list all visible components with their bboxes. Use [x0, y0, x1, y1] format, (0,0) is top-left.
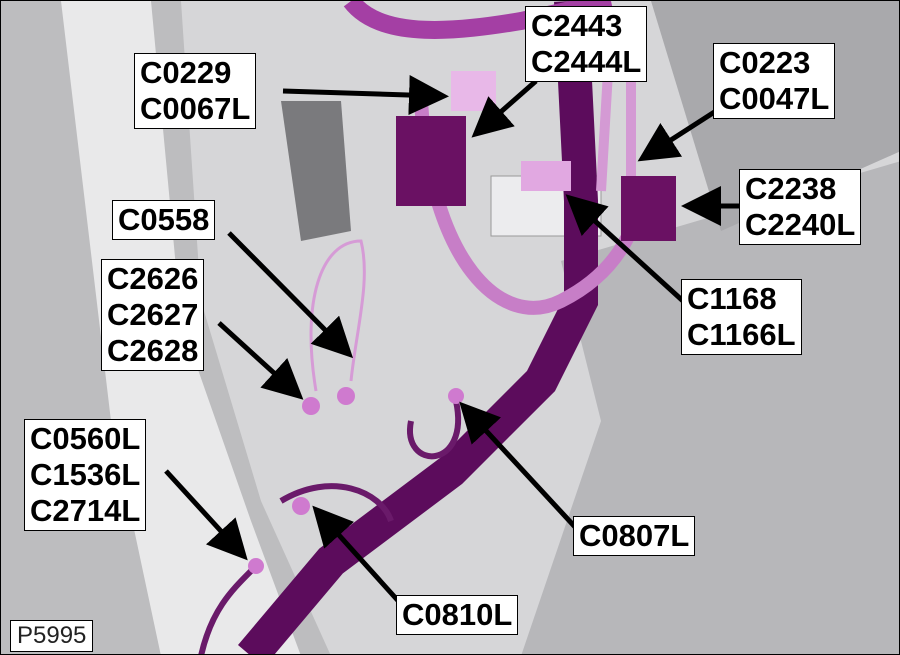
arrow	[565, 194, 685, 303]
connector-id: C0047L	[719, 81, 830, 116]
connector-id: C0223	[719, 45, 811, 80]
connector-block	[621, 176, 676, 241]
arrow	[282, 75, 449, 116]
callout-c0560l: C0560L C1536L C2714L	[24, 419, 147, 531]
connector-id: C2628	[107, 333, 199, 368]
callout-c0223: C0223 C0047L	[713, 43, 836, 119]
connector-block	[451, 71, 496, 111]
arrow	[312, 505, 403, 606]
callout-c2626: C2626 C2627 C2628	[101, 259, 205, 371]
arrow	[459, 401, 578, 530]
connector-id: C1166L	[687, 317, 796, 352]
connector-id: C0229	[140, 55, 232, 90]
ground-wire-3	[198, 568, 254, 654]
connector-id: C1536L	[30, 457, 141, 492]
callout-arrows	[164, 75, 739, 606]
connector-id: C2714L	[30, 493, 141, 528]
bracket	[281, 101, 351, 241]
ground-stud	[448, 388, 464, 404]
connector-id: C0558	[118, 202, 210, 237]
callout-c2443: C2443 C2444L	[525, 6, 648, 82]
arrow	[217, 321, 304, 400]
upper-harness	[343, 1, 613, 39]
figure-id: P5995	[10, 620, 94, 652]
connector-id: C0807L	[579, 518, 690, 553]
connector-id: C2443	[531, 8, 623, 43]
connector-id: C0810L	[402, 597, 513, 632]
connector-block	[396, 116, 466, 206]
ground-stud	[248, 558, 264, 574]
ground-wire	[407, 400, 461, 460]
callout-c0558: C0558	[112, 200, 216, 240]
connector-id: C0067L	[140, 91, 251, 126]
connector-id: C1168	[687, 281, 777, 316]
callout-c0229: C0229 C0067L	[134, 53, 257, 129]
connector-id: C2626	[107, 261, 199, 296]
connector-id: C0560L	[30, 421, 141, 456]
callout-c0810l: C0810L	[396, 595, 519, 635]
connector-id: C2238	[745, 171, 837, 206]
connector-id: C2240L	[745, 207, 856, 242]
arrow	[164, 469, 248, 561]
callout-c2238: C2238 C2240L	[739, 169, 862, 245]
callout-c1168: C1168 C1166L	[681, 279, 802, 355]
connector-id: C2627	[107, 297, 199, 332]
ground-stud	[292, 497, 310, 515]
connector-block	[521, 161, 571, 191]
arrow	[637, 108, 718, 162]
connector-id: C2444L	[531, 44, 642, 79]
arrow	[227, 231, 354, 359]
callout-c0807l: C0807L	[573, 516, 696, 556]
ground-stud	[302, 397, 320, 415]
ground-wire-2	[279, 483, 394, 523]
ground-stud	[337, 387, 355, 405]
arrow	[471, 79, 538, 138]
